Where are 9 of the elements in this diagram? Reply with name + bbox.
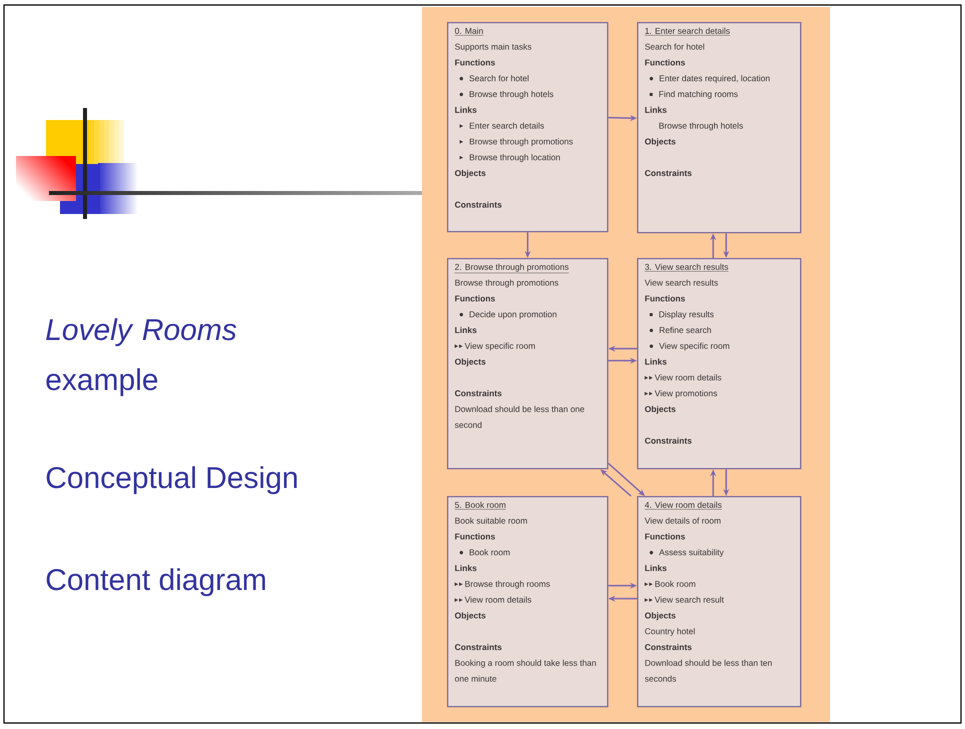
content-box: 1. Enter search details Search for hotel Functions Enter dates required, location Find matching rooms Links Browse through hotels Objects Constraints [637,22,802,234]
title: Lovely Rooms example [46,318,236,396]
content-box: 2. Browse through promotions Browse through promotions Functions Decide upon promotion Links View specific room Objects Constraints Download should be less than one second [447,258,608,470]
slide-text: Conceptual Design [46,466,297,494]
content-box: 5. Book room Book suitable room Functions Book room Links Browse through rooms View room details Objects Constraints Booking a room should take less than one minute [447,496,608,708]
content-box: 3. View search results View search results Functions Display results Refine search View specific room Links View room details View promotions Objects Constraints [637,258,802,470]
slide-text: Content diagram [46,568,265,596]
content-box: 4. View room details View details of room Functions Assess suitability Links Book room View search result Objects Country hotel Constraints Download should be less than ten seconds [637,496,802,708]
content-box: 0. Main Supports main tasks Functions Search for hotel Browse through hotels Links Enter search details Browse through promotions Browse through location Objects Constraints [447,22,608,232]
